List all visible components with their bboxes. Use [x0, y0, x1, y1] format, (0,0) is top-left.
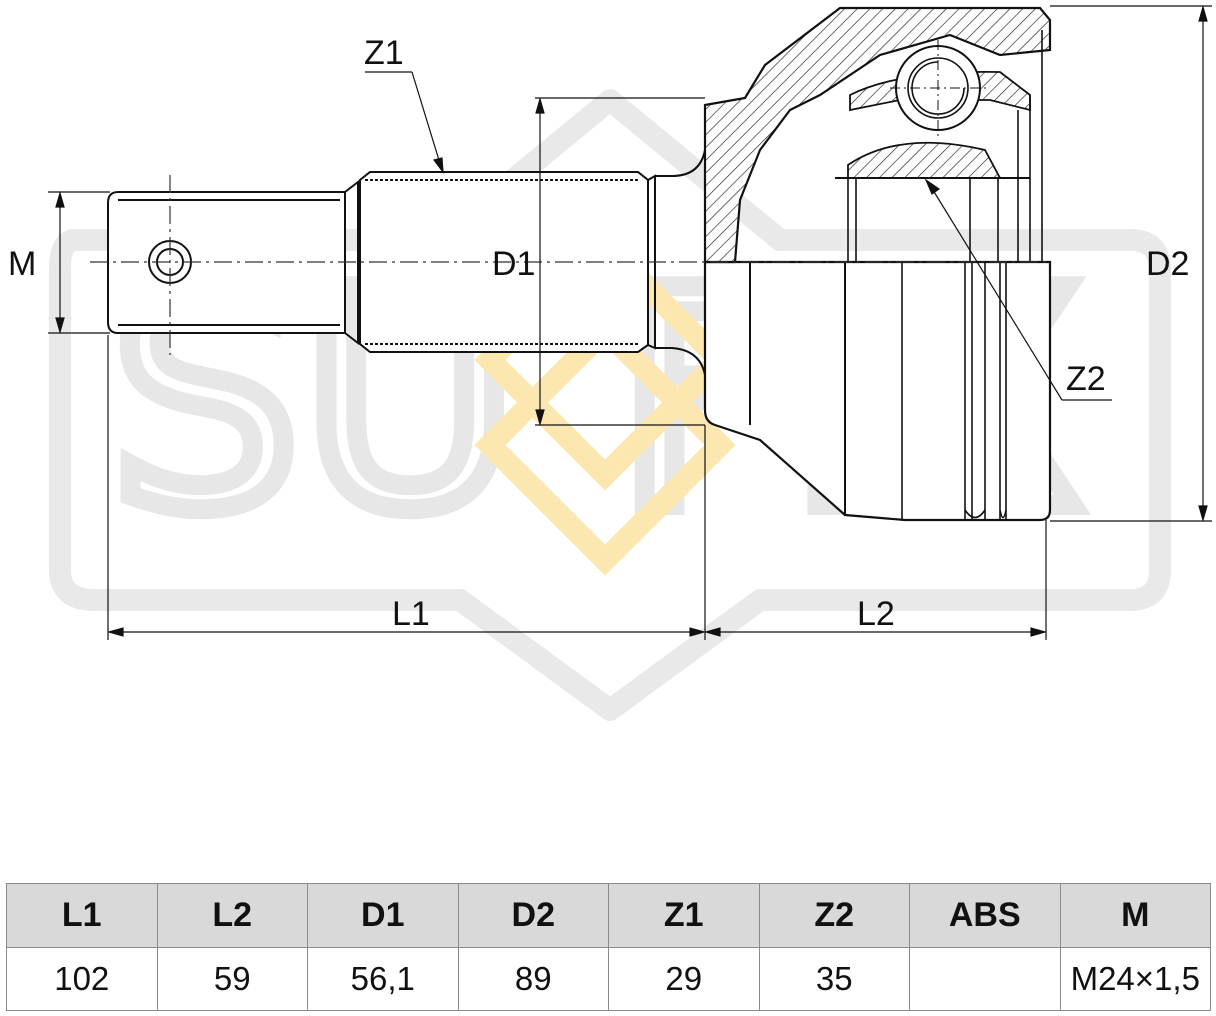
header-m: M — [1059, 883, 1211, 948]
value-l2: 59 — [156, 947, 308, 1011]
header-d1: D1 — [307, 883, 459, 948]
label-l1: L1 — [392, 595, 430, 633]
header-z1: Z1 — [608, 883, 760, 948]
label-l2: L2 — [857, 595, 895, 633]
value-abs — [909, 947, 1061, 1011]
value-d2: 89 — [457, 947, 609, 1011]
ball-inner — [907, 57, 969, 119]
spec-value-row: 102 59 56,1 89 29 35 M24×1,5 — [6, 947, 1211, 1011]
spec-table: L1 L2 D1 D2 Z1 Z2 ABS M 102 59 56,1 89 2… — [6, 883, 1211, 1011]
value-l1: 102 — [6, 947, 158, 1011]
header-abs: ABS — [909, 883, 1061, 948]
value-d1: 56,1 — [307, 947, 459, 1011]
header-l2: L2 — [156, 883, 308, 948]
housing-body — [703, 260, 1052, 522]
label-d2: D2 — [1146, 245, 1189, 283]
label-z2: Z2 — [1066, 360, 1106, 398]
value-z1: 29 — [608, 947, 760, 1011]
value-z2: 35 — [758, 947, 910, 1011]
value-m: M24×1,5 — [1059, 947, 1211, 1011]
dimension-d1 — [535, 96, 705, 427]
dimension-d2 — [1050, 4, 1212, 523]
dimension-m — [48, 190, 110, 335]
label-m: M — [8, 245, 36, 283]
center-lines — [90, 175, 1050, 355]
housing-section — [703, 6, 1052, 264]
label-z1: Z1 — [364, 34, 404, 72]
label-d1: D1 — [492, 245, 535, 283]
cv-joint-drawing: SU FIX — [8, 4, 1212, 721]
header-z2: Z2 — [758, 883, 910, 948]
leader-z2 — [924, 178, 1112, 401]
spec-header-row: L1 L2 D1 D2 Z1 Z2 ABS M — [6, 883, 1211, 948]
leader-z1 — [365, 71, 444, 174]
dimension-l — [106, 335, 1048, 640]
header-d2: D2 — [457, 883, 609, 948]
header-l1: L1 — [6, 883, 158, 948]
